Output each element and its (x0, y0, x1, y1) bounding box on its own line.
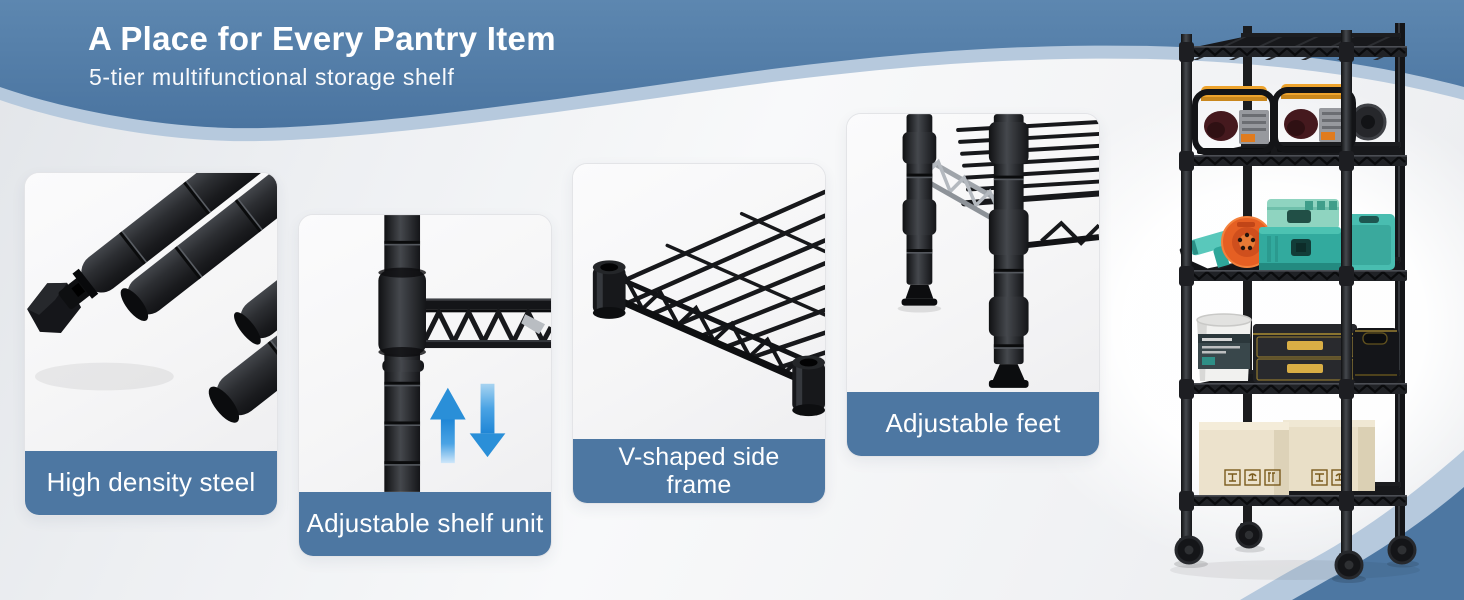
feature-card-v-shaped-side-frame: V-shaped side frame (572, 163, 826, 504)
adjustable-foot-left (897, 284, 942, 313)
shelf-pole (378, 215, 426, 492)
generator-right (1272, 84, 1387, 153)
adjustable-shelf-image (378, 215, 551, 492)
feature-label: V-shaped side frame (618, 443, 780, 499)
bottom-wave-blue (1292, 487, 1464, 600)
right-teal-case (1343, 214, 1395, 270)
card-photo-wire-shelf-corner (573, 164, 825, 439)
down-arrow-icon (469, 383, 506, 458)
pole-collar-right (792, 355, 825, 417)
generators (1192, 84, 1387, 155)
feature-card-high-density-steel: High density steel (24, 172, 278, 516)
card-photo-steel-tubes (25, 173, 277, 451)
white-paint-bucket (1196, 313, 1252, 381)
up-arrow-icon (429, 387, 466, 464)
pole-collar-left (592, 260, 626, 319)
left-leg (897, 114, 942, 313)
feature-label: Adjustable feet (885, 408, 1061, 439)
adjustable-feet-image (897, 114, 1099, 388)
feature-label: Adjustable shelf unit (306, 508, 544, 539)
feature-card-adjustable-feet: Adjustable feet (846, 113, 1100, 457)
product-photo-shelf (1155, 18, 1425, 584)
front-poles (1179, 30, 1354, 553)
cardboard-box-right (1283, 420, 1375, 491)
shelf-arm (418, 298, 551, 349)
caster-front-right (1332, 550, 1366, 583)
card-photo-pole-with-arrows (299, 215, 551, 492)
caster-back-right (1387, 535, 1419, 568)
feature-label-bar: V-shaped side frame (573, 439, 825, 503)
wire-shelf-grid (602, 189, 825, 371)
feature-label-bar: High density steel (25, 451, 277, 515)
shelf-surface-wires (956, 120, 1099, 207)
caster-wheels (1174, 521, 1419, 583)
black-v-wires (1027, 220, 1099, 249)
adjustable-foot-right (988, 364, 1029, 388)
leveling-foot-part (27, 268, 99, 334)
cardboard-box-left (1199, 422, 1289, 496)
banner-subtitle: 5-tier multifunctional storage shelf (89, 64, 455, 90)
banner-wave-blue (0, 0, 1464, 129)
shelf-product-image (1170, 23, 1420, 583)
right-leg (988, 114, 1029, 388)
banner-wave (0, 0, 1464, 142)
wire-shelf-image (592, 189, 825, 417)
caster-back-left (1235, 521, 1265, 553)
steel-tubes-image (27, 173, 277, 423)
tool-boxes-tier (1179, 199, 1395, 277)
feature-card-adjustable-shelf-unit: Adjustable shelf unit (298, 214, 552, 557)
shelf-clip (521, 314, 546, 335)
feature-label-bar: Adjustable shelf unit (299, 492, 551, 556)
card-photo-legs-with-feet (847, 114, 1099, 392)
feature-label-bar: Adjustable feet (847, 392, 1099, 456)
v-frame-band (601, 268, 813, 388)
banner-title: A Place for Every Pantry Item (88, 20, 556, 57)
steel-tubes-group (27, 173, 277, 423)
feature-label: High density steel (46, 467, 256, 498)
cardboard-boxes (1199, 420, 1375, 496)
dark-case-right (1353, 328, 1399, 383)
bucket-and-chest-tier (1196, 313, 1399, 383)
big-teal-tool-box (1259, 227, 1341, 270)
generator-left (1192, 86, 1276, 155)
caster-front-left (1174, 535, 1208, 568)
mint-tool-case (1267, 199, 1339, 229)
